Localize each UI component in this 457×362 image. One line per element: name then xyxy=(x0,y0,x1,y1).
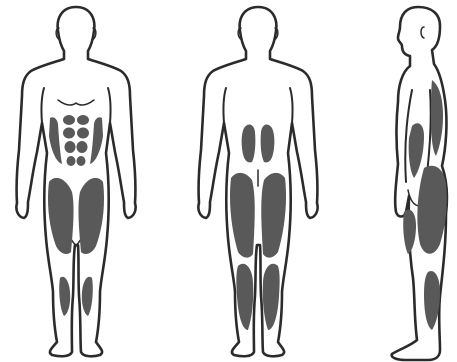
back-view-figure xyxy=(198,7,317,356)
front-body-outline xyxy=(16,7,135,356)
front-ab-segment xyxy=(77,141,88,153)
front-ab-segment xyxy=(63,115,75,125)
front-view-figure xyxy=(16,7,135,356)
front-ab-segment xyxy=(63,128,75,139)
front-calves xyxy=(59,277,93,316)
front-ab-segment xyxy=(77,156,86,166)
front-ab-segment xyxy=(67,156,76,166)
front-ab-segment xyxy=(77,128,89,139)
front-ab-segment xyxy=(65,141,76,153)
back-calves xyxy=(236,264,279,330)
front-ab-segment xyxy=(77,115,89,125)
side-view-figure xyxy=(392,7,447,360)
